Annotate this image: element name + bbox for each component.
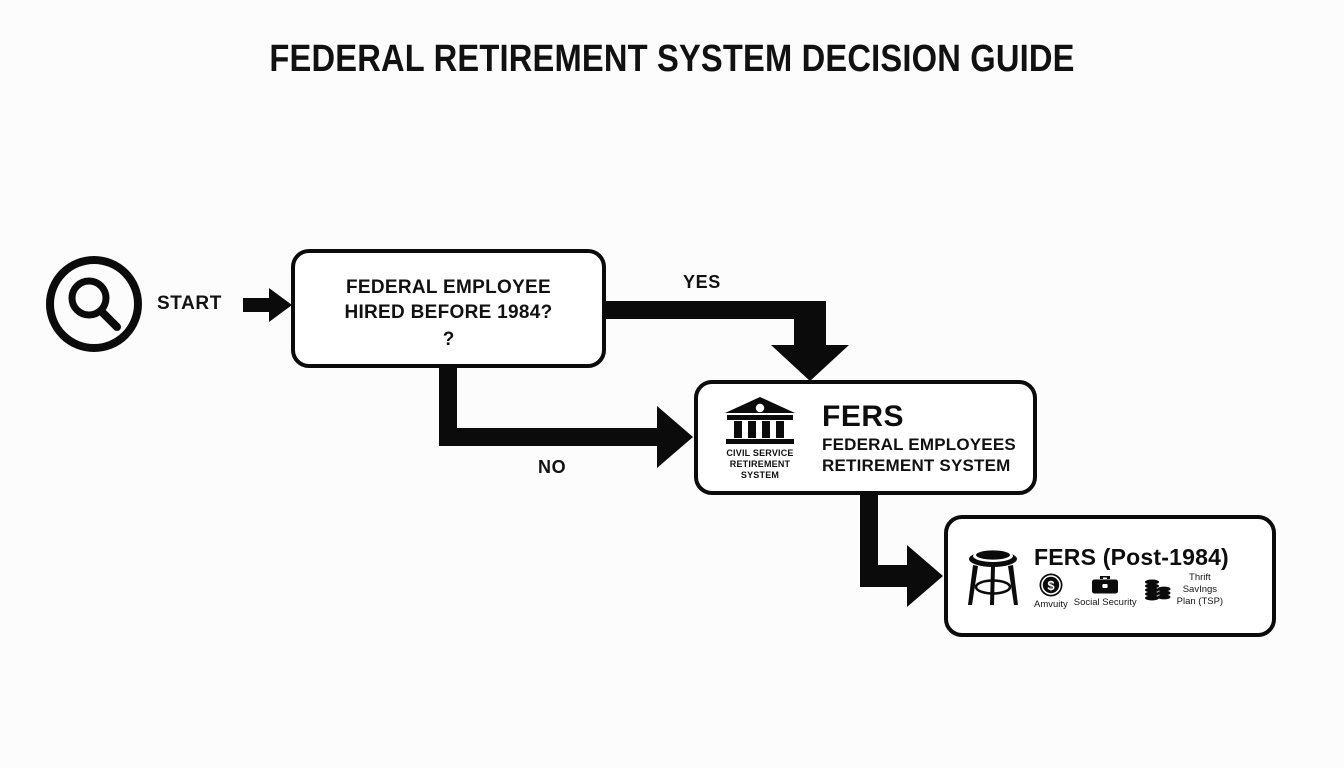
page-title: FEDERAL RETIREMENT SYSTEM DECISION GUIDE bbox=[269, 38, 1075, 80]
pillar-annuity-label: Amvuity bbox=[1034, 599, 1068, 610]
dollar-coin-icon: $ bbox=[1039, 573, 1063, 597]
edge-label-yes: YES bbox=[683, 272, 721, 292]
civil-service-emblem: CIVIL SERVICE RETIREMENT SYSTEM bbox=[712, 396, 808, 481]
edge-yes bbox=[606, 301, 849, 381]
edge-label-no: NO bbox=[538, 457, 567, 477]
decision-question: FEDERAL EMPLOYEE HIRED BEFORE 1984? bbox=[295, 275, 602, 325]
briefcase-icon bbox=[1092, 576, 1119, 594]
emblem-caption-line2: RETIREMENT SYSTEM bbox=[729, 459, 791, 480]
fers-expansion-line2: RETIREMENT SYSTEM bbox=[822, 456, 1011, 475]
fers-post1984-title: FERS (Post-1984) bbox=[1034, 544, 1229, 570]
pillar-tsp: Thrift SavIngs Plan (TSP) bbox=[1143, 572, 1223, 608]
fers-expansion: FEDERAL EMPLOYEES RETIREMENT SYSTEM bbox=[822, 434, 1023, 476]
start-label: START bbox=[157, 293, 222, 314]
coin-stacks-icon bbox=[1144, 579, 1171, 601]
three-legged-stool-icon bbox=[968, 550, 1018, 605]
fers-expansion-line1: FEDERAL EMPLOYEES bbox=[822, 435, 1016, 454]
retirement-pillars: $ Amvuity Social Security bbox=[1034, 572, 1264, 610]
edge-fers-to-post1984 bbox=[860, 495, 943, 607]
fers-post1984-node[interactable]: FERS (Post-1984) $ Amvuity bbox=[944, 515, 1276, 637]
classical-building-icon bbox=[725, 397, 795, 444]
pillar-social-security: Social Security bbox=[1074, 572, 1137, 608]
magnifier-icon bbox=[46, 256, 142, 352]
fers-node[interactable]: CIVIL SERVICE RETIREMENT SYSTEM FERS FED… bbox=[694, 380, 1037, 495]
decision-question-mark: ? bbox=[442, 329, 455, 350]
emblem-caption-line1: CIVIL SERVICE bbox=[726, 448, 794, 458]
civil-service-emblem-caption: CIVIL SERVICE RETIREMENT SYSTEM bbox=[712, 448, 808, 481]
svg-text:$: $ bbox=[1047, 578, 1055, 593]
pillar-social-security-label: Social Security bbox=[1073, 597, 1137, 608]
decision-question-line2: HIRED BEFORE 1984? bbox=[344, 302, 553, 323]
decision-question-line1: FEDERAL EMPLOYEE bbox=[345, 277, 552, 298]
pillar-annuity: $ Amvuity bbox=[1034, 572, 1068, 610]
edge-no bbox=[439, 368, 693, 468]
decision-node[interactable]: FEDERAL EMPLOYEE HIRED BEFORE 1984? ? bbox=[291, 249, 606, 368]
fers-acronym: FERS bbox=[822, 400, 905, 433]
pillar-tsp-label: Thrift SavIngs Plan (TSP) bbox=[1176, 572, 1224, 607]
start-arrow-icon bbox=[243, 288, 292, 322]
